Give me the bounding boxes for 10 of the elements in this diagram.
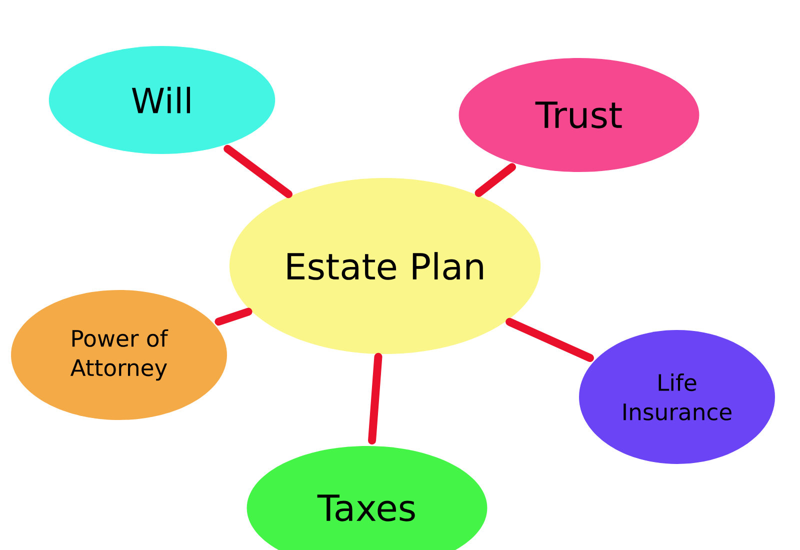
connector-line bbox=[368, 352, 382, 444]
ellipse-node: Estate Plan bbox=[229, 178, 541, 354]
connector-line bbox=[214, 308, 252, 326]
connector-line bbox=[224, 144, 292, 198]
ellipse-node: Trust bbox=[458, 58, 700, 172]
connector-line bbox=[474, 163, 516, 197]
ellipse-node: Power of Attorney bbox=[11, 290, 227, 420]
ellipse-node: Life Insurance bbox=[579, 330, 775, 464]
ellipse-node: Will bbox=[48, 46, 276, 154]
connector-line bbox=[506, 318, 594, 362]
